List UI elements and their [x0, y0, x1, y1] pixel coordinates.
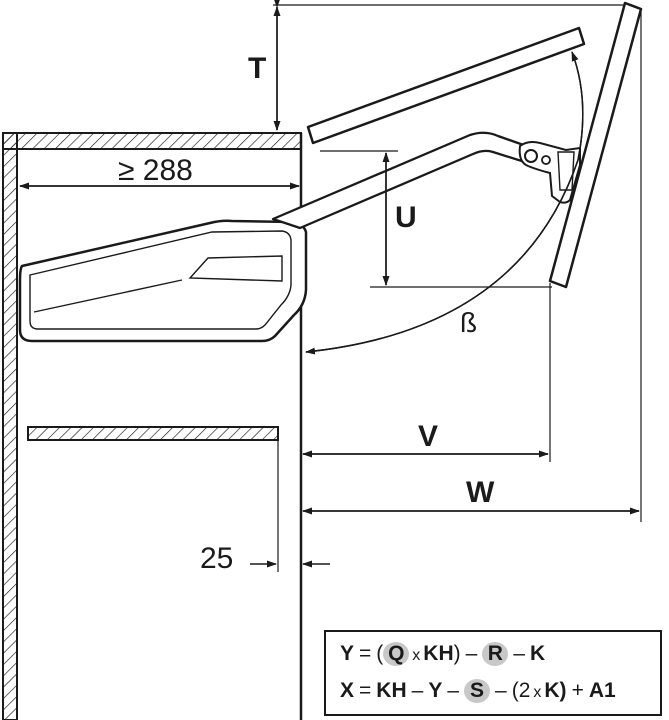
- front-door-flap: [548, 1, 643, 289]
- shelf: [27, 426, 279, 441]
- formula2-minus-3: –: [495, 679, 507, 702]
- formula1-y: Y: [340, 642, 355, 665]
- formula1-close-paren: ): [453, 642, 461, 665]
- mechanism-inner-outline: [29, 230, 292, 330]
- dimension-t: T: [248, 0, 625, 131]
- formula1-times: x: [412, 647, 421, 664]
- formula2-y: Y: [428, 679, 443, 702]
- formula1-r-highlight: R: [482, 642, 509, 666]
- formula2-paren-2: (2: [511, 679, 531, 702]
- formula2-minus-2: –: [447, 679, 460, 702]
- formula2-a1: A1: [588, 679, 616, 702]
- formula2-kh: KH: [376, 679, 407, 702]
- formula1-q-highlight: Q: [383, 642, 410, 666]
- dimension-t-label: T: [248, 52, 266, 85]
- cabinet: [2, 132, 303, 720]
- angle-beta: ß: [305, 51, 584, 355]
- mechanism-groove: [33, 279, 183, 313]
- dimension-width-label: ≥ 288: [118, 154, 193, 187]
- formula2-times: x: [533, 684, 542, 701]
- formula2-x: X: [340, 679, 355, 702]
- lift-arm: [271, 131, 581, 230]
- dimension-w-label: W: [466, 476, 495, 509]
- cabinet-top-wall: [2, 132, 302, 150]
- formula2-minus-1: –: [411, 679, 424, 702]
- dimension-v-label: V: [418, 420, 438, 453]
- formula2-s-highlight: S: [464, 679, 491, 703]
- dimension-offset-label: 25: [200, 542, 233, 575]
- dimension-u-label: U: [395, 201, 417, 234]
- dimension-u: U: [320, 150, 552, 288]
- formula1-k: K: [530, 642, 546, 665]
- hinge-detail: [557, 151, 575, 191]
- formula1-open-paren: (: [376, 642, 384, 665]
- hinge-pin: [541, 155, 551, 165]
- hinge-pivot: [524, 149, 538, 163]
- dimension-w: W: [302, 12, 642, 522]
- dimension-offset: 25: [200, 440, 330, 575]
- dimension-width: ≥ 288: [19, 154, 300, 190]
- lift-mechanism: [18, 219, 308, 343]
- cabinet-left-wall: [2, 132, 18, 720]
- mechanism-panel: [188, 255, 283, 282]
- formula1-equals: =: [359, 642, 372, 665]
- formula2-k: K): [544, 679, 567, 702]
- mechanism-housing: [18, 219, 308, 343]
- dimension-v: V: [302, 283, 551, 462]
- formula2-equals: =: [359, 679, 372, 702]
- upper-door-flap: [306, 26, 586, 145]
- formula1-minus-1: –: [465, 642, 478, 665]
- formula2-plus: +: [571, 679, 584, 702]
- formula1-kh: KH: [423, 642, 454, 665]
- formula1-minus-2: –: [513, 642, 525, 665]
- angle-beta-label: ß: [460, 307, 477, 338]
